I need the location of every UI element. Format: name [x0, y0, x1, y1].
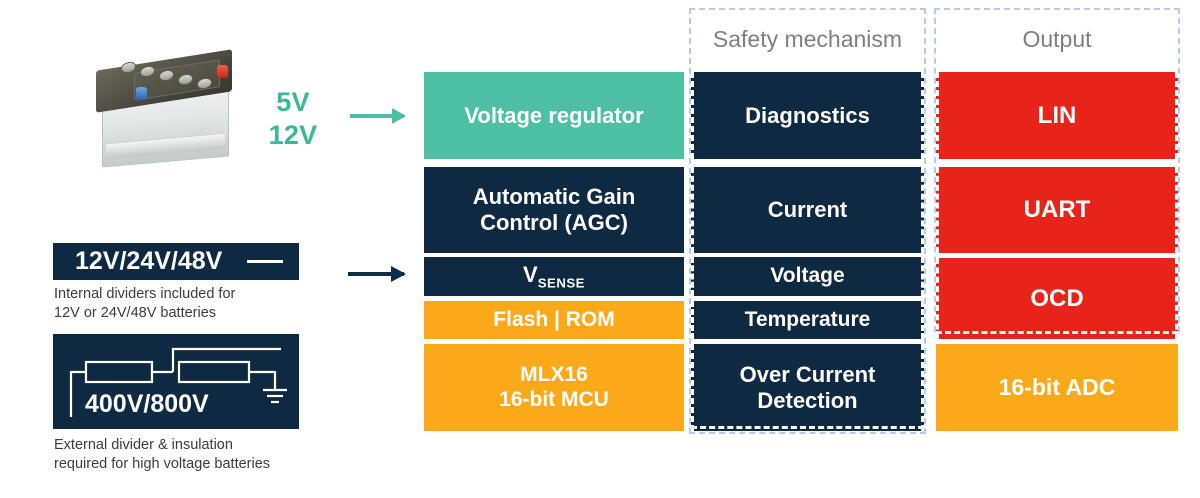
resistive-divider-schematic-icon	[69, 347, 287, 417]
block-16bit-adc[interactable]: 16-bit ADC	[936, 344, 1178, 431]
block-over-current-detection[interactable]: Over Current Detection	[691, 344, 924, 431]
battery-negative-terminal	[136, 87, 147, 100]
block-mlx16-mcu[interactable]: MLX16 16-bit MCU	[424, 344, 684, 431]
battery-type-panel-high-voltage: 400V/800V	[53, 334, 299, 429]
low-voltage-caption-line2: 12V or 24V/48V batteries	[54, 305, 217, 321]
safety-mechanism-group-box	[689, 8, 926, 434]
block-vsense[interactable]: VSENSE	[424, 257, 684, 296]
ocd-line1: Over Current	[739, 361, 876, 387]
high-voltage-label: 400V/800V	[85, 390, 209, 418]
safety-dash-bottom	[691, 426, 924, 429]
supply-voltage-5v: 5V	[276, 87, 310, 117]
block-uart[interactable]: UART	[936, 167, 1178, 253]
block-current[interactable]: Current	[691, 167, 924, 253]
block-automatic-gain-control[interactable]: Automatic Gain Control (AGC)	[424, 167, 684, 253]
ocd-line2: Detection	[757, 387, 858, 413]
mcu-line2: 16-bit MCU	[499, 387, 609, 411]
car-battery-image	[88, 42, 246, 168]
mcu-line1: MLX16	[520, 363, 588, 387]
output-dash-bottom	[936, 331, 1178, 334]
safety-mechanism-header: Safety mechanism	[712, 26, 903, 52]
high-voltage-caption-line2: required for high voltage batteries	[54, 456, 271, 472]
battery-positive-terminal	[217, 65, 228, 78]
agc-line2: Control (AGC)	[480, 210, 628, 235]
arrow-right-icon-teal	[350, 114, 404, 118]
block-temperature[interactable]: Temperature	[691, 301, 924, 339]
block-diagnostics[interactable]: Diagnostics	[691, 72, 924, 159]
low-voltage-label: 12V/24V/48V	[75, 247, 223, 275]
vsense-base: V	[523, 262, 538, 288]
block-ocd-output[interactable]: OCD	[936, 258, 1178, 339]
block-voltage-regulator[interactable]: Voltage regulator	[424, 72, 684, 159]
block-lin[interactable]: LIN	[936, 72, 1178, 159]
high-voltage-caption-line1: External divider & insulation	[54, 437, 233, 453]
arrow-right-icon-navy	[348, 272, 404, 276]
low-voltage-caption: Internal dividers included for 12V or 24…	[54, 285, 316, 323]
agc-line1: Automatic Gain	[472, 184, 636, 210]
agc-text: Automatic Gain Control (AGC)	[473, 184, 636, 235]
vsense-text: VSENSE	[523, 262, 585, 291]
supply-voltage-12v: 12V	[268, 120, 318, 150]
mcu-text: MLX16 16-bit MCU	[499, 363, 609, 412]
ocd-text: Over Current Detection	[740, 362, 876, 413]
divider-line-icon	[247, 260, 283, 263]
vsense-subscript: SENSE	[537, 275, 585, 291]
high-voltage-caption: External divider & insulation required f…	[54, 436, 334, 474]
battery-type-panel-low-voltage: 12V/24V/48V	[53, 243, 299, 280]
block-voltage[interactable]: Voltage	[691, 257, 924, 296]
block-flash-rom[interactable]: Flash | ROM	[424, 301, 684, 339]
output-header: Output	[1022, 26, 1092, 52]
low-voltage-caption-line1: Internal dividers included for	[54, 286, 236, 302]
